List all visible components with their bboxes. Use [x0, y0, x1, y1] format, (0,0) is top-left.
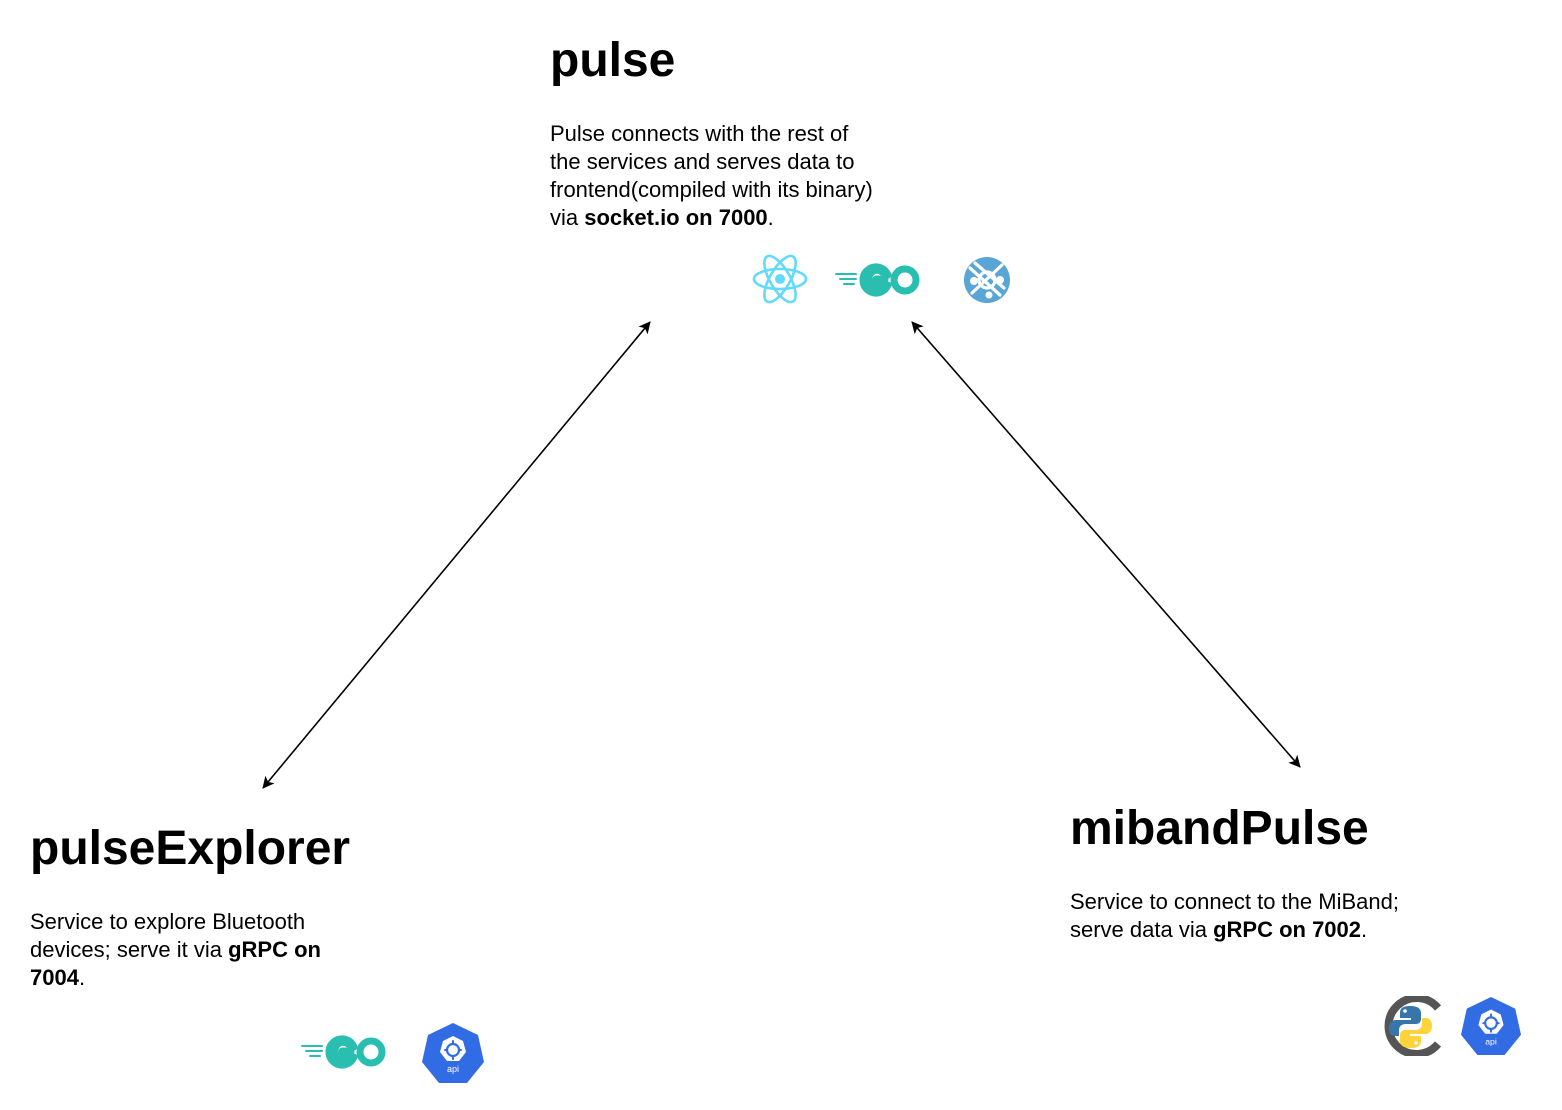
python-icon — [1384, 996, 1442, 1056]
pulse-desc-line: Pulse connects with the rest of — [550, 121, 849, 146]
pulse-description: Pulse connects with the rest of the serv… — [550, 120, 930, 232]
pulseexplorer-desc-punct: . — [78, 965, 86, 990]
arrow-pulse-mibandpulse — [911, 321, 1301, 768]
pulseexplorer-title: pulseExplorer — [30, 822, 351, 875]
mibandpulse-description: Service to connect to the MiBand; serve … — [1070, 888, 1490, 944]
arrow-pulse-pulseexplorer — [262, 321, 651, 789]
mibandpulse-desc-line: serve data via — [1070, 917, 1214, 942]
pulseexplorer-port-number: 7004 — [30, 965, 79, 990]
mibandpulse-title: mibandPulse — [1070, 802, 1369, 855]
pulse-port: socket.io on 7000 — [584, 205, 768, 230]
pulse-desc-line: frontend(compiled with its binary) — [550, 177, 873, 202]
pulseexplorer-port: gRPC on — [228, 937, 321, 962]
pulseexplorer-description: Service to explore Bluetooth devices; se… — [30, 908, 370, 992]
mibandpulse-port: gRPC on 7002 — [1213, 917, 1362, 942]
go-icon — [301, 1035, 386, 1069]
socketio-icon — [964, 257, 1010, 303]
api-label: api — [1485, 1036, 1497, 1046]
api-label: api — [447, 1064, 459, 1074]
kubernetes-api-icon: api — [1461, 996, 1521, 1056]
pulse-desc-punct: . — [767, 205, 774, 230]
kubernetes-api-icon: api — [422, 1023, 484, 1083]
mibandpulse-desc-line: Service to connect to the MiBand; — [1070, 889, 1399, 914]
pulse-desc-line: via — [550, 205, 585, 230]
pulse-desc-line: the services and serves data to — [550, 149, 855, 174]
pulseexplorer-desc-line: Service to explore Bluetooth — [30, 909, 306, 934]
pulse-title: pulse — [550, 34, 676, 87]
mibandpulse-desc-punct: . — [1361, 917, 1368, 942]
go-icon — [835, 263, 920, 297]
react-icon — [752, 254, 808, 304]
pulseexplorer-desc-line: devices; serve it via — [30, 937, 229, 962]
